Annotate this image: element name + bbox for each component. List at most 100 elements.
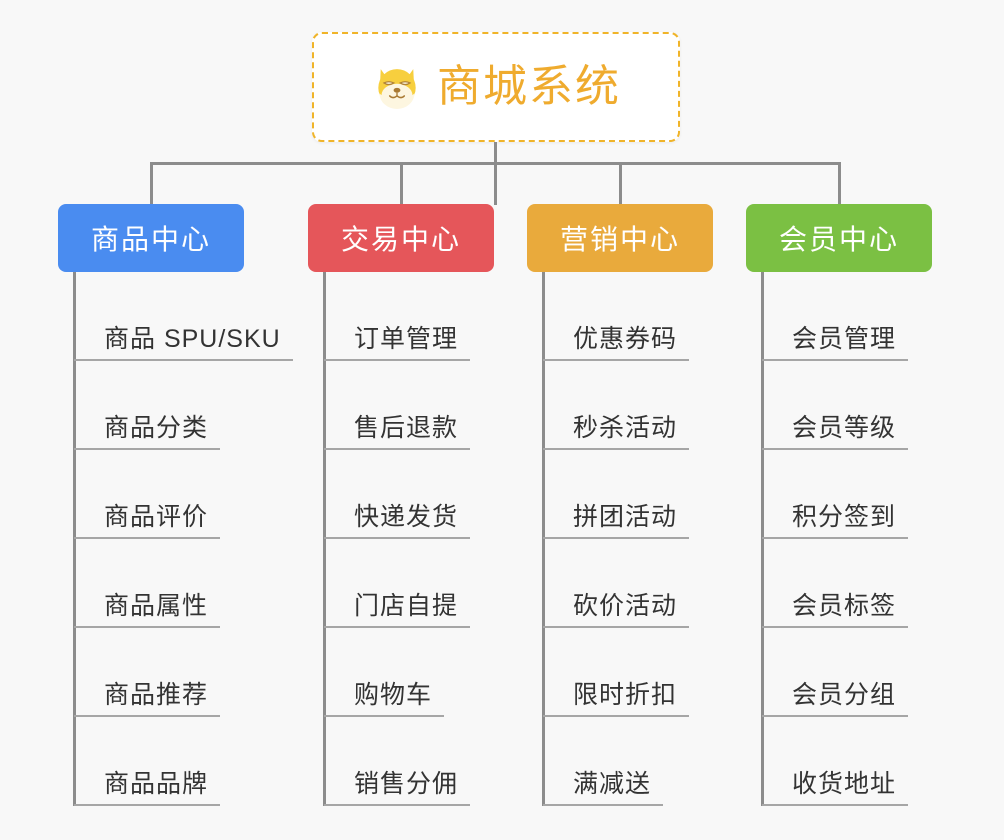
- leaf-underline: 会员等级: [762, 413, 909, 450]
- leaf-label: 拼团活动: [573, 502, 678, 531]
- leaf-label: 会员等级: [792, 413, 897, 442]
- leaf-item[interactable]: 砍价活动: [543, 539, 690, 628]
- leaf-underline: 满减送: [543, 769, 664, 806]
- leaf-underline: 商品 SPU/SKU: [74, 324, 293, 361]
- leaf-underline: 优惠券码: [543, 324, 690, 361]
- leaf-underline: 商品推荐: [74, 680, 221, 717]
- leaf-item[interactable]: 商品品牌: [74, 717, 293, 806]
- leaf-underline: 收货地址: [762, 769, 909, 806]
- leaf-item[interactable]: 满减送: [543, 717, 689, 806]
- leaf-label: 购物车: [354, 680, 433, 709]
- branch-column-member: 会员中心 会员管理 会员等级 积分签到 会员标签 会员分组 收货地址: [746, 204, 932, 806]
- branch-header-trade[interactable]: 交易中心: [308, 204, 494, 272]
- leaf-item[interactable]: 销售分佣: [324, 717, 471, 806]
- leaf-label: 会员分组: [792, 680, 897, 709]
- branch-column-marketing: 营销中心 优惠券码 秒杀活动 拼团活动 砍价活动 限时折扣 满减送: [527, 204, 713, 806]
- leaf-underline: 商品分类: [74, 413, 221, 450]
- leaf-item[interactable]: 优惠券码: [543, 272, 690, 361]
- branch-header-label: 营销中心: [559, 224, 680, 255]
- leaf-underline: 会员管理: [762, 324, 909, 361]
- leaf-label: 会员管理: [792, 324, 897, 353]
- branch-trunk-line: [73, 272, 76, 806]
- leaf-underline: 砍价活动: [543, 591, 690, 628]
- branch-trunk-line: [542, 272, 545, 806]
- leaf-label: 商品品牌: [104, 769, 209, 798]
- leaf-item[interactable]: 门店自提: [324, 539, 471, 628]
- root-title: 商城系统: [437, 62, 621, 111]
- leaf-item[interactable]: 收货地址: [762, 717, 909, 806]
- leaf-underline: 秒杀活动: [543, 413, 690, 450]
- leaf-label: 订单管理: [354, 324, 459, 353]
- leaf-item[interactable]: 会员等级: [762, 361, 909, 450]
- branch-header-label: 会员中心: [778, 224, 899, 255]
- branch-header-label: 商品中心: [90, 224, 211, 255]
- leaf-underline: 销售分佣: [324, 769, 471, 806]
- branch-drop-line-3: [619, 162, 622, 206]
- leaf-item[interactable]: 订单管理: [324, 272, 471, 361]
- leaf-underline: 售后退款: [324, 413, 471, 450]
- leaf-underline: 订单管理: [324, 324, 471, 361]
- leaf-label: 收货地址: [792, 769, 897, 798]
- leaf-item[interactable]: 会员管理: [762, 272, 909, 361]
- leaf-label: 销售分佣: [354, 769, 459, 798]
- leaf-underline: 会员分组: [762, 680, 909, 717]
- leaf-label: 商品评价: [104, 502, 209, 531]
- leaf-item[interactable]: 积分签到: [762, 450, 909, 539]
- branch-column-product: 商品中心 商品 SPU/SKU 商品分类 商品评价 商品属性 商品推荐 商品品牌: [58, 204, 293, 806]
- branch-header-product[interactable]: 商品中心: [58, 204, 244, 272]
- leaf-underline: 商品属性: [74, 591, 221, 628]
- leaf-label: 商品分类: [104, 413, 209, 442]
- leaf-underline: 会员标签: [762, 591, 909, 628]
- leaf-label: 限时折扣: [573, 680, 678, 709]
- branch-trunk-line: [323, 272, 326, 806]
- leaf-label: 快递发货: [354, 502, 459, 531]
- branch-header-marketing[interactable]: 营销中心: [527, 204, 713, 272]
- leaf-item[interactable]: 秒杀活动: [543, 361, 690, 450]
- leaf-item[interactable]: 商品评价: [74, 450, 293, 539]
- branch-header-label: 交易中心: [340, 224, 461, 255]
- leaf-underline: 限时折扣: [543, 680, 690, 717]
- leaf-underline: 拼团活动: [543, 502, 690, 539]
- branch-drop-line-2: [400, 162, 403, 206]
- leaf-underline: 购物车: [324, 680, 445, 717]
- leaf-underline: 门店自提: [324, 591, 471, 628]
- branch-column-trade: 交易中心 订单管理 售后退款 快递发货 门店自提 购物车 销售分佣: [308, 204, 494, 806]
- branch-bus-line: [150, 162, 840, 165]
- leaf-list-marketing: 优惠券码 秒杀活动 拼团活动 砍价活动 限时折扣 满减送: [543, 272, 690, 806]
- leaf-item[interactable]: 商品属性: [74, 539, 293, 628]
- leaf-item[interactable]: 商品分类: [74, 361, 293, 450]
- leaf-list-product: 商品 SPU/SKU 商品分类 商品评价 商品属性 商品推荐 商品品牌: [74, 272, 293, 806]
- leaf-list-trade: 订单管理 售后退款 快递发货 门店自提 购物车 销售分佣: [324, 272, 471, 806]
- leaf-label: 门店自提: [354, 591, 459, 620]
- leaf-label: 砍价活动: [573, 591, 678, 620]
- leaf-label: 优惠券码: [573, 324, 678, 353]
- leaf-underline: 商品品牌: [74, 769, 221, 806]
- branch-header-member[interactable]: 会员中心: [746, 204, 932, 272]
- leaf-item[interactable]: 商品 SPU/SKU: [74, 272, 293, 361]
- leaf-item[interactable]: 会员标签: [762, 539, 909, 628]
- leaf-item[interactable]: 限时折扣: [543, 628, 690, 717]
- leaf-item[interactable]: 售后退款: [324, 361, 471, 450]
- leaf-list-member: 会员管理 会员等级 积分签到 会员标签 会员分组 收货地址: [762, 272, 909, 806]
- leaf-underline: 快递发货: [324, 502, 471, 539]
- leaf-label: 积分签到: [792, 502, 897, 531]
- leaf-label: 商品推荐: [104, 680, 209, 709]
- leaf-item[interactable]: 商品推荐: [74, 628, 293, 717]
- leaf-underline: 商品评价: [74, 502, 221, 539]
- root-stem-line: [494, 142, 497, 205]
- leaf-label: 商品属性: [104, 591, 209, 620]
- branch-trunk-line: [761, 272, 764, 806]
- root-node[interactable]: 商城系统: [312, 32, 680, 142]
- leaf-label: 商品 SPU/SKU: [104, 324, 281, 353]
- leaf-item[interactable]: 快递发货: [324, 450, 471, 539]
- leaf-label: 售后退款: [354, 413, 459, 442]
- leaf-item[interactable]: 拼团活动: [543, 450, 690, 539]
- leaf-underline: 积分签到: [762, 502, 909, 539]
- dog-face-icon: [378, 69, 416, 109]
- leaf-label: 秒杀活动: [573, 413, 678, 442]
- leaf-item[interactable]: 购物车: [324, 628, 470, 717]
- leaf-label: 会员标签: [792, 591, 897, 620]
- leaf-item[interactable]: 会员分组: [762, 628, 909, 717]
- leaf-label: 满减送: [573, 769, 652, 798]
